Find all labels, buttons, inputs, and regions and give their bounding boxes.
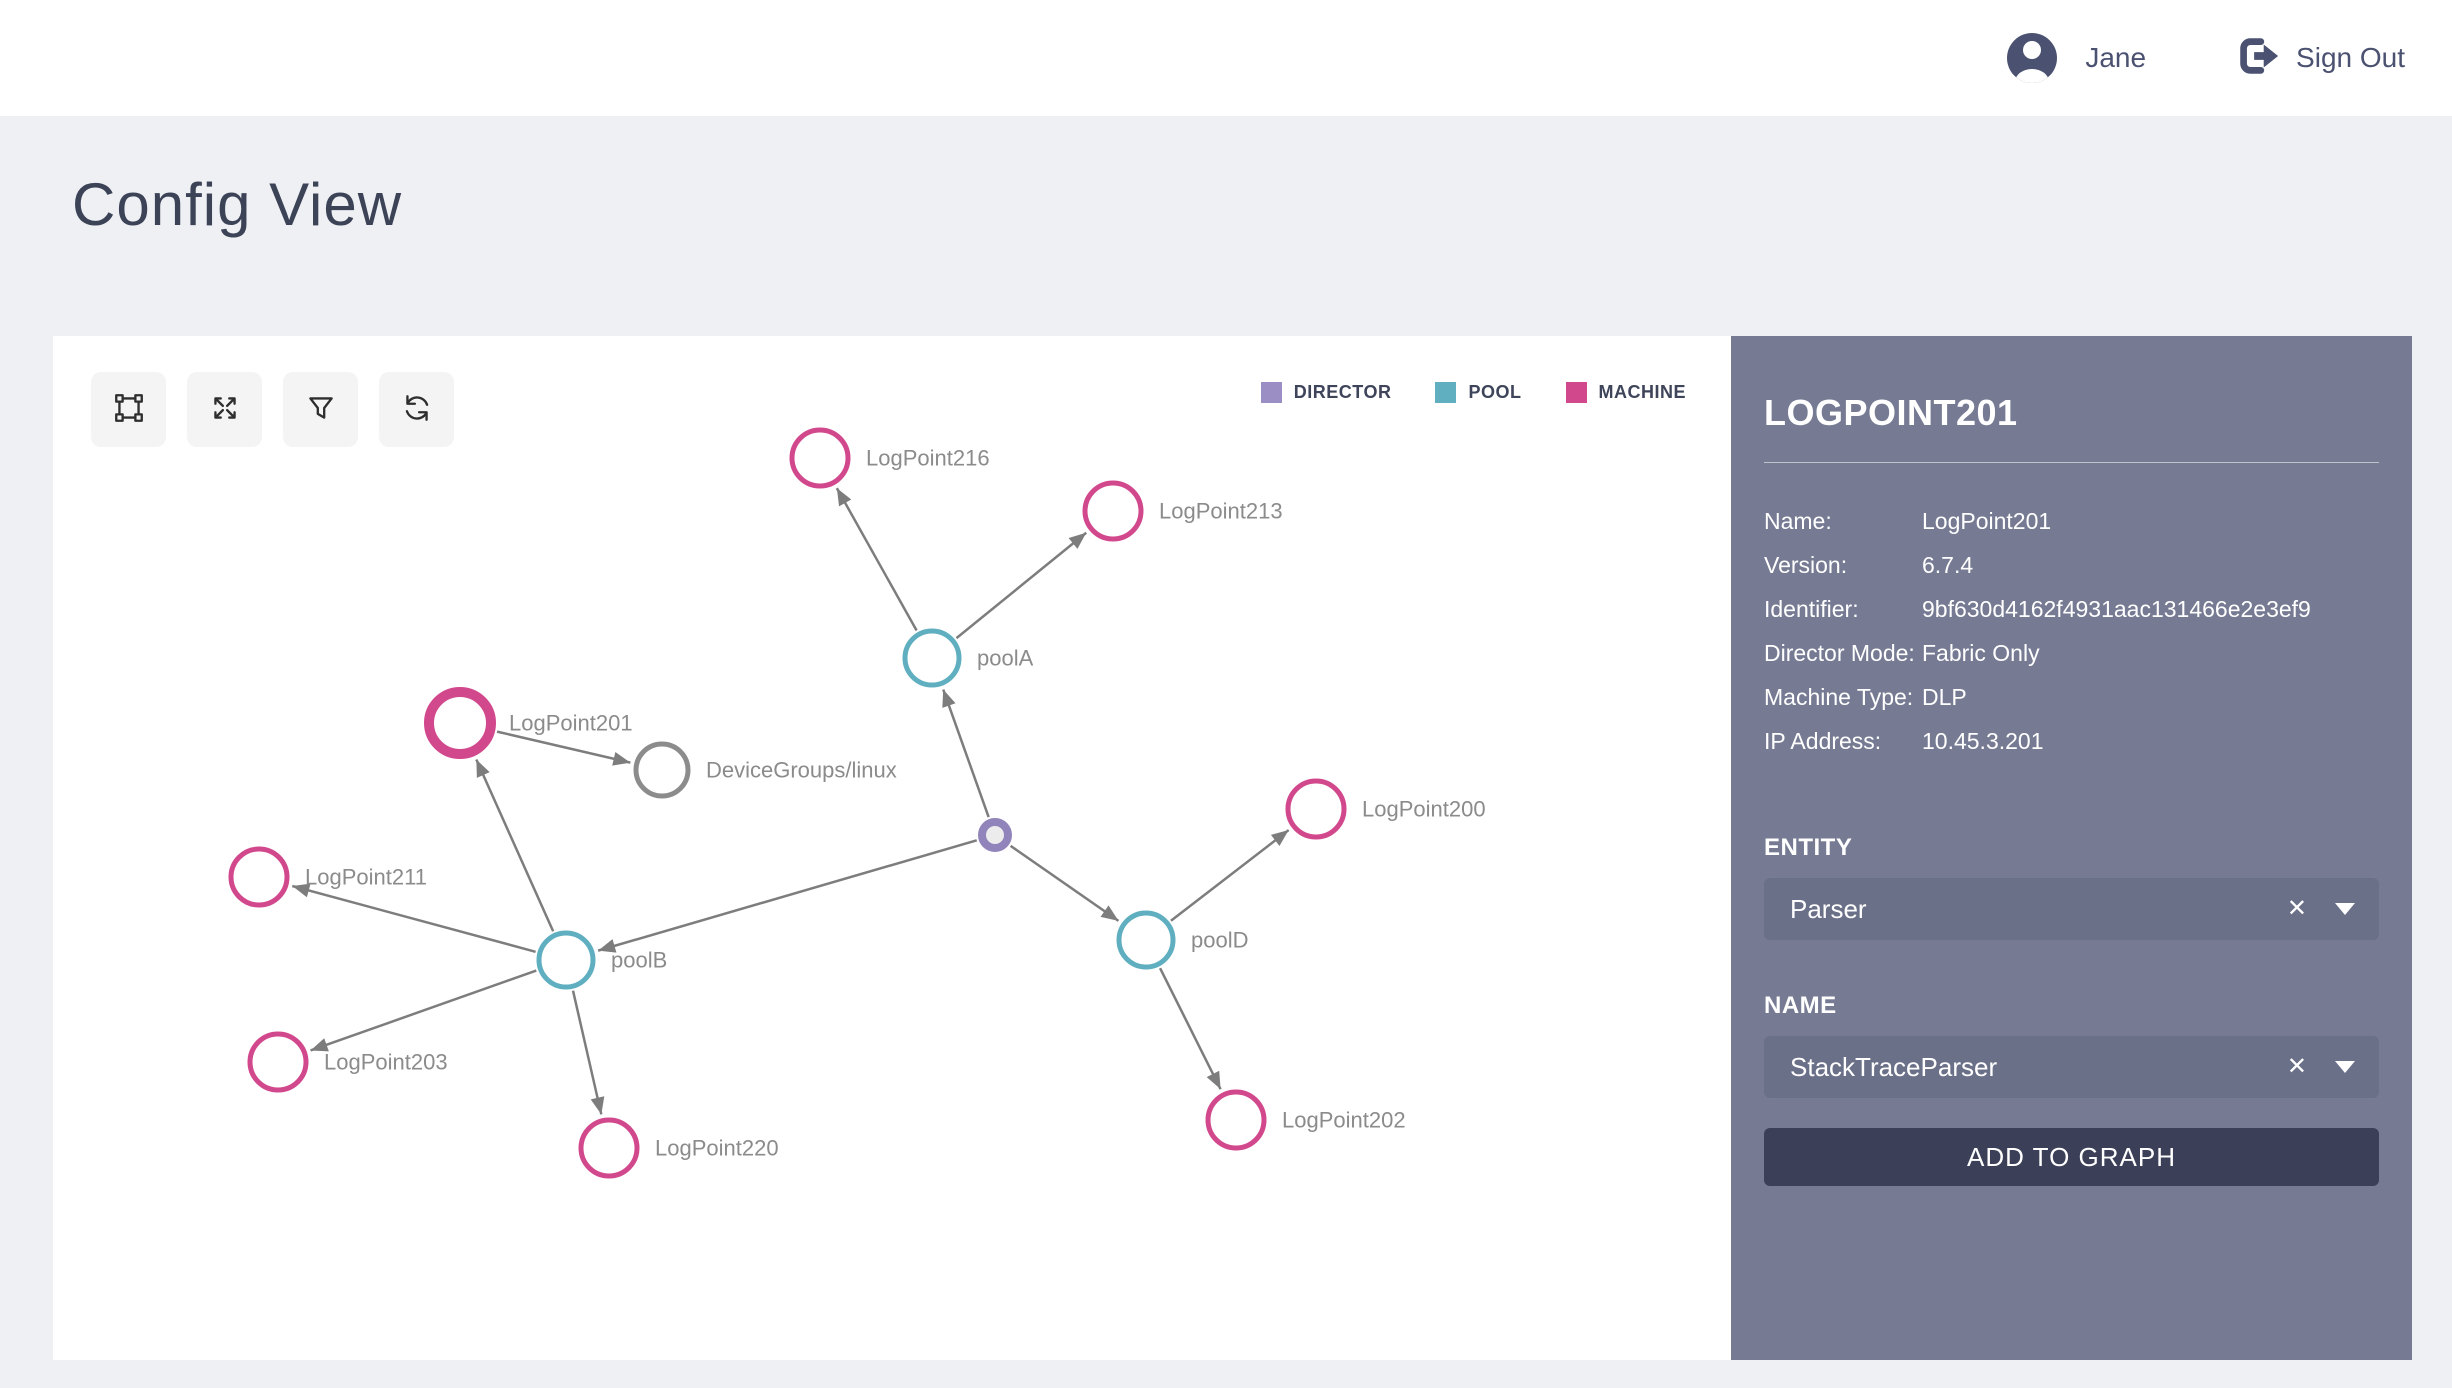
name-dropdown-controls: ✕	[2287, 1055, 2355, 1079]
legend-label: DIRECTOR	[1293, 382, 1392, 402]
graph-node-LogPoint203[interactable]	[247, 1031, 309, 1093]
graph-node-label-LogPoint216: LogPoint216	[866, 446, 990, 471]
graph-edge-poolB-LogPoint220	[571, 990, 605, 1115]
graph-edge-director-poolA	[942, 689, 990, 818]
legend-item-pool: POOL	[1435, 382, 1521, 403]
select-region-button[interactable]	[91, 372, 166, 447]
user-area: Jane Sign Out	[2007, 33, 2405, 84]
legend-item-director: DIRECTOR	[1260, 382, 1392, 403]
entity-dropdown-value: Parser	[1790, 893, 1867, 924]
graph-node-label-LogPoint211: LogPoint211	[305, 865, 427, 890]
graph-node-label-poolD: poolD	[1191, 928, 1248, 953]
detail-field-label: Identifier:	[1764, 596, 1859, 622]
graph-edge-poolA-LogPoint213	[955, 531, 1088, 640]
graph-node-label-LogPoint213: LogPoint213	[1159, 499, 1283, 524]
graph-edge-poolB-LogPoint201	[475, 759, 555, 932]
name-label: NAME	[1764, 992, 1837, 1019]
graph-node-label-poolA: poolA	[977, 646, 1034, 671]
graph-edge-director-poolD	[1009, 844, 1120, 922]
name-dropdown[interactable]: StackTraceParser ✕	[1764, 1036, 2379, 1098]
graph-node-label-poolB: poolB	[611, 948, 667, 973]
graph-node-LogPoint202[interactable]	[1205, 1089, 1267, 1151]
graph-legend: DIRECTOR POOL MACHINE	[1260, 382, 1687, 403]
legend-swatch	[1260, 382, 1282, 403]
sign-out-button[interactable]: Sign Out	[2234, 33, 2405, 84]
refresh-button[interactable]	[379, 372, 454, 447]
graph-node-DeviceGroups/linux[interactable]	[633, 741, 691, 799]
legend-swatch	[1565, 382, 1587, 403]
detail-field-value: DLP	[1922, 684, 1967, 710]
name-dropdown-value: StackTraceParser	[1790, 1051, 1998, 1082]
name-clear-icon[interactable]: ✕	[2286, 1053, 2307, 1080]
top-header: Jane Sign Out	[0, 0, 2452, 116]
graph-toolbar	[91, 372, 454, 447]
sign-out-label: Sign Out	[2296, 42, 2405, 73]
graph-node-label-DeviceGroups/linux: DeviceGroups/linux	[706, 758, 897, 783]
details-title: LOGPOINT201	[1764, 392, 2018, 433]
detail-field-label: Machine Type:	[1764, 684, 1914, 710]
detail-field-label: Name:	[1764, 508, 1832, 534]
expand-arrows-icon	[208, 391, 242, 428]
entity-dropdown-controls: ✕	[2287, 897, 2355, 921]
divider	[1764, 462, 2379, 463]
fit-expand-button[interactable]	[187, 372, 262, 447]
detail-field-value: Fabric Only	[1922, 640, 2040, 666]
graph-edge-poolD-LogPoint202	[1158, 967, 1222, 1090]
graph-node-label-LogPoint202: LogPoint202	[1282, 1108, 1406, 1133]
detail-field-value: 10.45.3.201	[1922, 728, 2044, 754]
entity-dropdown[interactable]: Parser ✕	[1764, 878, 2379, 940]
graph-edge-poolB-LogPoint203	[310, 969, 537, 1052]
graph-node-LogPoint200[interactable]	[1285, 778, 1347, 840]
detail-field-value: 6.7.4	[1922, 552, 1974, 578]
chevron-down-icon	[2335, 903, 2355, 915]
graph-edge-poolB-LogPoint211	[291, 883, 536, 953]
detail-field-label: Version:	[1764, 552, 1848, 578]
graph-edge-LogPoint201-DeviceGroups/linux	[496, 730, 631, 766]
graph-node-poolD[interactable]	[1116, 910, 1176, 970]
sign-out-icon	[2234, 33, 2280, 84]
refresh-icon	[400, 391, 434, 428]
graph-node-LogPoint216[interactable]	[789, 427, 851, 489]
graph-node-label-LogPoint201: LogPoint201	[509, 711, 633, 736]
user-avatar-icon[interactable]	[2007, 33, 2058, 83]
graph-node-label-LogPoint220: LogPoint220	[655, 1136, 779, 1161]
legend-item-machine: MACHINE	[1565, 382, 1687, 403]
graph-node-label-LogPoint200: LogPoint200	[1362, 797, 1486, 822]
legend-label: POOL	[1468, 382, 1522, 402]
filter-button[interactable]	[283, 372, 358, 447]
detail-field-value: LogPoint201	[1922, 508, 2052, 534]
detail-field-label: IP Address:	[1764, 728, 1882, 754]
add-to-graph-button[interactable]: ADD TO GRAPH	[1764, 1128, 2379, 1186]
graph-node-LogPoint201[interactable]	[424, 687, 496, 759]
entity-clear-icon[interactable]: ✕	[2286, 895, 2307, 922]
graph-node-LogPoint220[interactable]	[578, 1117, 640, 1179]
graph-edge-poolA-LogPoint216	[835, 487, 918, 632]
graph-node-poolA[interactable]	[902, 628, 962, 688]
graph-edge-poolD-LogPoint200	[1170, 829, 1290, 922]
user-name: Jane	[2085, 42, 2147, 73]
graph-node-LogPoint213[interactable]	[1082, 480, 1144, 542]
select-region-icon	[112, 391, 146, 428]
graph-node-director[interactable]	[978, 818, 1012, 852]
graph-node-poolB[interactable]	[536, 930, 596, 990]
detail-field-label: Director Mode:	[1764, 640, 1915, 666]
filter-funnel-icon	[304, 391, 338, 428]
legend-swatch	[1435, 382, 1457, 403]
detail-field-value: 9bf630d4162f4931aac131466e2e3ef9	[1922, 596, 2311, 622]
graph-node-LogPoint211[interactable]	[228, 846, 290, 908]
entity-label: ENTITY	[1764, 834, 1853, 861]
legend-label: MACHINE	[1598, 382, 1686, 402]
graph-node-label-LogPoint203: LogPoint203	[324, 1050, 448, 1075]
chevron-down-icon	[2335, 1061, 2355, 1073]
page-title: Config View	[72, 171, 403, 238]
graph-edge-director-poolB	[597, 839, 978, 953]
